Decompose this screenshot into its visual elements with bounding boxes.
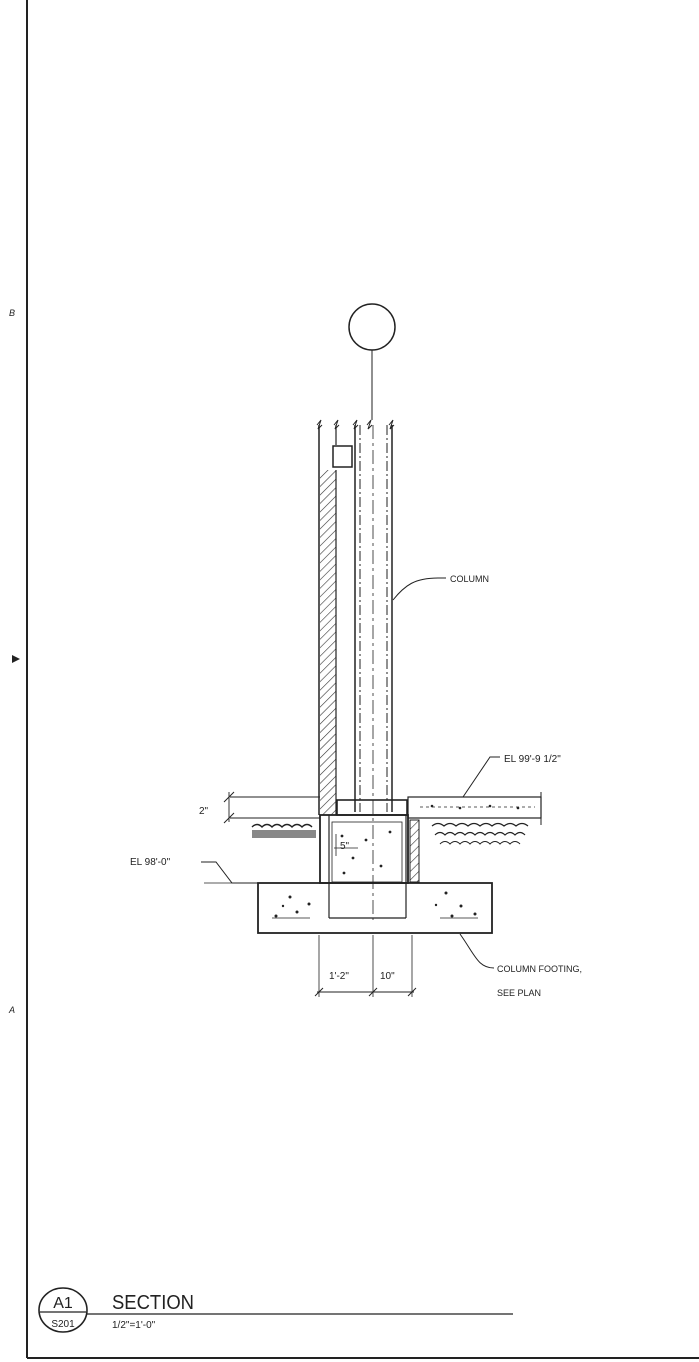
pedestal xyxy=(319,799,420,919)
grid-bubble xyxy=(348,303,396,420)
grid-mark-b: B xyxy=(9,308,15,318)
detail-id: A1 xyxy=(53,1295,73,1312)
elevation-top-label: EL 99'-9 1/2" xyxy=(504,754,561,765)
pedestal-inner-dimension: 5" xyxy=(335,834,350,856)
sheet-border xyxy=(26,0,699,1359)
drawing-title: SECTION xyxy=(112,1292,194,1314)
width-right-label: 10" xyxy=(380,971,395,982)
gravel-fill xyxy=(251,822,529,845)
wall xyxy=(316,419,353,815)
footing-callout: COLUMN FOOTING, SEE PLAN xyxy=(459,933,582,998)
pedestal-inner-label: 5" xyxy=(340,841,350,852)
footing-label-line2: SEE PLAN xyxy=(497,988,541,998)
slab-thickness-dimension: 2" xyxy=(199,791,235,824)
slab xyxy=(230,792,542,825)
elevation-bottom-callout: EL 98'-0" xyxy=(130,857,258,884)
footing-label-line1: COLUMN FOOTING, xyxy=(497,964,582,974)
column-callout: COLUMN xyxy=(392,574,489,601)
grid-arrow-icon xyxy=(12,655,20,663)
sheet-reference: S201 xyxy=(51,1319,75,1330)
grid-mark-a: A xyxy=(8,1005,15,1015)
column xyxy=(352,419,395,920)
title-block: A1 S201 SECTION 1/2"=1'-0" xyxy=(38,1287,513,1333)
elevation-top-callout: EL 99'-9 1/2" xyxy=(462,754,561,798)
slab-thickness-label: 2" xyxy=(199,806,209,817)
elevation-bottom-label: EL 98'-0" xyxy=(130,857,171,868)
width-dimension: 1'-2" 10" xyxy=(314,935,417,997)
column-label: COLUMN xyxy=(450,574,489,584)
drawing-scale: 1/2"=1'-0" xyxy=(112,1320,156,1331)
footing xyxy=(257,882,493,934)
width-left-label: 1'-2" xyxy=(329,971,349,982)
